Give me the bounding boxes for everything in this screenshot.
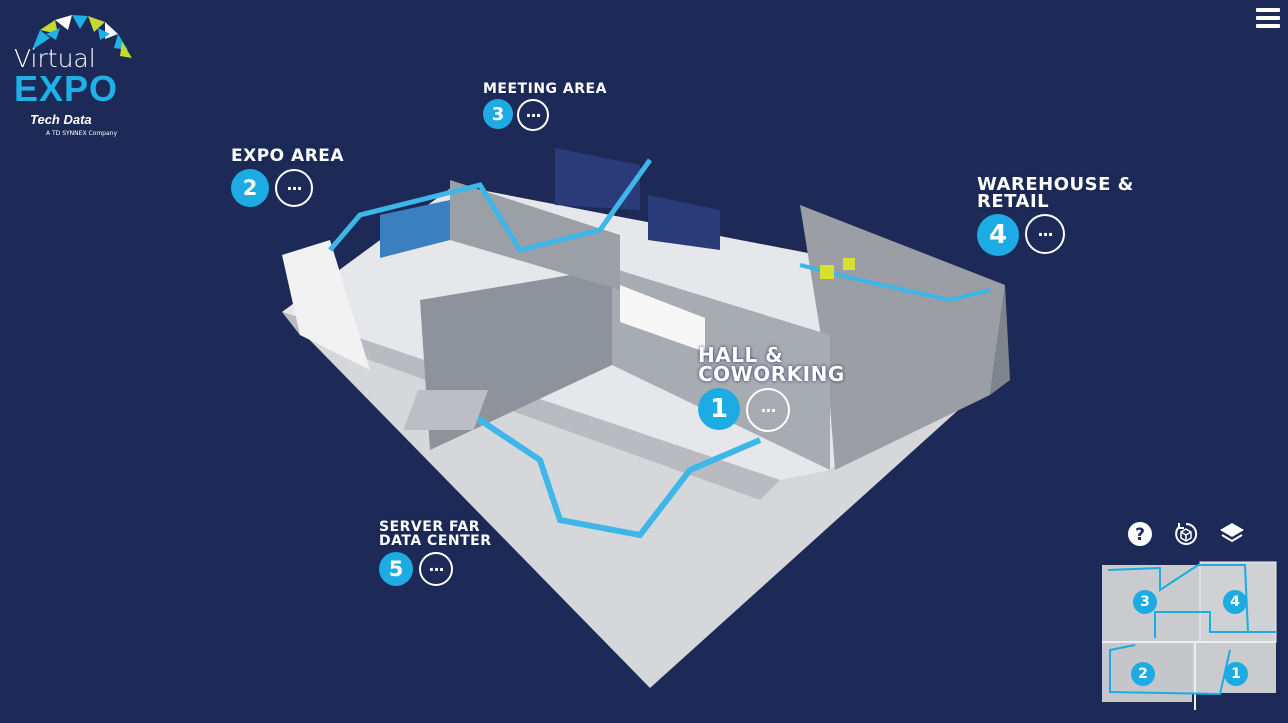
techdata-tagline: A TD SYNNEX Company [46,130,118,137]
whiteboard [620,285,705,352]
svg-text:?: ? [1135,525,1145,545]
hotspot-number-button[interactable]: 4 [977,214,1019,256]
hotspot-title: SERVER FAR [379,519,481,535]
hotspot-title: MEETING AREA [483,81,607,97]
more-options-button[interactable]: ··· [275,169,313,207]
hotspot-warehouse-retail[interactable]: WAREHOUSE & RETAIL 4··· [977,176,1134,256]
hotspot-title: COWORKING [698,362,845,386]
logo-arc-graphic [32,15,132,58]
hotspot-title: RETAIL [977,191,1050,212]
hamburger-menu-icon[interactable] [1256,8,1280,28]
walkway-path [463,407,762,539]
hotspot-title: WAREHOUSE & [977,174,1134,195]
minimap-marker-1[interactable]: 1 [1224,662,1248,686]
right-outer-wall [800,205,1005,470]
layers-icon[interactable] [1218,520,1246,548]
minimap[interactable]: 3 4 2 1 [1100,560,1278,712]
rotate-3d-icon[interactable] [1172,520,1200,548]
hotspot-title: DATA CENTER [379,533,492,549]
minimap-marker-4[interactable]: 4 [1223,590,1247,614]
tech-lab-booth [555,148,640,210]
hotspot-hall-coworking[interactable]: HALL & COWORKING 1··· [698,343,845,432]
logo-expo-text: EXPO [14,68,119,109]
minimap-marker-2[interactable]: 2 [1131,662,1155,686]
hotspot-meeting-area[interactable]: MEETING AREA 3··· [483,81,607,131]
view-toolbar: ? [1126,520,1246,548]
more-options-button[interactable]: ··· [517,99,549,131]
hotspot-number-button[interactable]: 3 [483,99,513,129]
virtual-expo-logo: Virtual EXPO Tech Data A TD SYNNEX Compa… [10,12,140,142]
hotspot-number-button[interactable]: 5 [379,552,413,586]
left-panel-wall [282,240,370,370]
help-icon[interactable]: ? [1126,520,1154,548]
more-options-button[interactable]: ··· [419,552,453,586]
hotspot-title: HALL & [698,343,784,367]
hotspot-expo-area[interactable]: EXPO AREA 2··· [231,148,344,207]
techdata-brand: Tech Data [30,112,92,127]
minimap-marker-3[interactable]: 3 [1133,590,1157,614]
hotspot-title: EXPO AREA [231,146,345,166]
more-options-button[interactable]: ··· [746,388,790,432]
display-screen [380,200,450,258]
hotspot-number-button[interactable]: 2 [231,169,269,207]
hotspot-server-farm-data-center[interactable]: SERVER FAR DATA CENTER 5··· [379,520,492,586]
more-options-button[interactable]: ··· [1025,214,1065,254]
hotspot-number-button[interactable]: 1 [698,388,740,430]
logo-virtual-text: Virtual [14,44,96,73]
